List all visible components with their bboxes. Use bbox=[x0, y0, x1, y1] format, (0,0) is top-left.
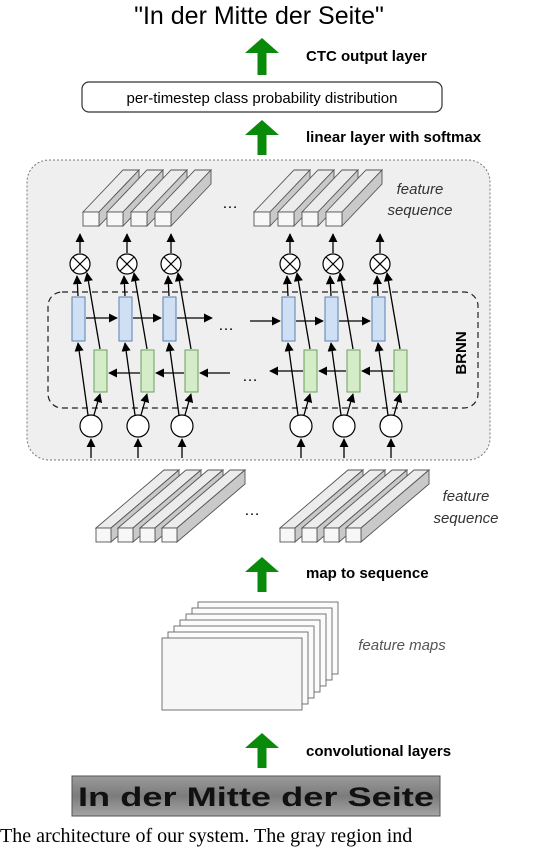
ellipsis-mid: … bbox=[244, 502, 260, 519]
input-image-text: In der Mitte der Seite bbox=[78, 782, 434, 812]
ellipsis-top: … bbox=[222, 195, 238, 212]
feature-maps-stack bbox=[161, 601, 339, 711]
input-node-6 bbox=[379, 414, 403, 438]
input-node-5 bbox=[332, 414, 356, 438]
feature-sequence-label-mid-1: feature bbox=[443, 488, 490, 505]
input-to-backward-1 bbox=[93, 393, 103, 416]
input-to-forward-2 bbox=[121, 342, 136, 416]
input-to-forward-5 bbox=[327, 342, 342, 416]
backward-cell-5 bbox=[346, 349, 361, 393]
top-feature-column-4 bbox=[153, 168, 213, 228]
forward-cell-1 bbox=[71, 296, 86, 342]
brnn-network bbox=[69, 233, 408, 458]
feature-maps-label: feature maps bbox=[358, 637, 446, 654]
backward-cell-4 bbox=[303, 349, 318, 393]
backward-to-multiply-2 bbox=[130, 272, 148, 350]
input-to-backward-5 bbox=[346, 393, 356, 416]
forward-cell-4 bbox=[281, 296, 296, 342]
forward-cell-6 bbox=[371, 296, 386, 342]
input-to-forward-6 bbox=[374, 342, 389, 416]
green-up-arrow-3 bbox=[245, 557, 279, 592]
input-to-backward-3 bbox=[184, 393, 194, 416]
conv-layers-label: convolutional layers bbox=[306, 743, 451, 760]
green-up-arrow-2 bbox=[245, 120, 279, 155]
input-node-3 bbox=[170, 414, 194, 438]
output-transcription: "In der Mitte der Seite" bbox=[134, 2, 384, 30]
backward-to-multiply-3 bbox=[174, 272, 192, 350]
brnn-label: BRNN bbox=[453, 331, 470, 374]
forward-cell-2 bbox=[118, 296, 133, 342]
backward-cell-1 bbox=[93, 349, 108, 393]
input-to-forward-1 bbox=[74, 342, 89, 416]
forward-to-multiply-6 bbox=[372, 275, 382, 297]
mid-feature-column-8 bbox=[344, 469, 431, 543]
input-node-1 bbox=[79, 414, 103, 438]
green-up-arrow-4 bbox=[245, 733, 279, 768]
backward-to-multiply-6 bbox=[383, 272, 401, 350]
ctc-output-label: CTC output layer bbox=[306, 48, 427, 65]
input-to-forward-4 bbox=[284, 342, 299, 416]
backward-cell-6 bbox=[393, 349, 408, 393]
input-to-backward-2 bbox=[140, 393, 150, 416]
softmax-label: linear layer with softmax bbox=[306, 129, 482, 146]
forward-cell-5 bbox=[324, 296, 339, 342]
mid-feature-column-4 bbox=[160, 469, 247, 543]
forward-to-multiply-5 bbox=[325, 275, 335, 297]
input-to-backward-6 bbox=[393, 393, 403, 416]
top-feature-column-8 bbox=[324, 168, 384, 228]
input-node-2 bbox=[126, 414, 150, 438]
input-image bbox=[72, 776, 440, 816]
backward-to-multiply-5 bbox=[336, 272, 354, 350]
backward-to-multiply-1 bbox=[83, 272, 101, 350]
feature-sequence-label-top-2: sequence bbox=[387, 202, 452, 219]
map-to-sequence-label: map to sequence bbox=[306, 565, 429, 582]
probability-box-label: per-timestep class probability distribut… bbox=[127, 90, 398, 107]
forward-to-multiply-4 bbox=[282, 275, 292, 297]
backward-cell-3 bbox=[184, 349, 199, 393]
green-up-arrow-1 bbox=[245, 38, 279, 75]
forward-to-multiply-1 bbox=[72, 275, 82, 297]
forward-to-multiply-2 bbox=[119, 275, 129, 297]
ellipsis-forward: … bbox=[218, 317, 234, 334]
output-feature-sequence bbox=[81, 168, 384, 228]
ellipsis-backward: … bbox=[242, 368, 258, 385]
brnn-box bbox=[47, 291, 479, 409]
input-feature-sequence bbox=[94, 469, 431, 543]
backward-cell-2 bbox=[140, 349, 155, 393]
feature-map-1 bbox=[161, 637, 303, 711]
input-node-4 bbox=[289, 414, 313, 438]
forward-to-multiply-3 bbox=[163, 275, 173, 297]
feature-sequence-label-mid-2: sequence bbox=[433, 510, 498, 527]
backward-to-multiply-4 bbox=[293, 272, 311, 350]
input-to-forward-3 bbox=[165, 342, 180, 416]
forward-cell-3 bbox=[162, 296, 177, 342]
figure-caption: The architecture of our system. The gray… bbox=[0, 825, 412, 847]
input-to-backward-4 bbox=[303, 393, 313, 416]
probability-box bbox=[81, 81, 443, 113]
feature-sequence-label-top-1: feature bbox=[397, 181, 444, 198]
